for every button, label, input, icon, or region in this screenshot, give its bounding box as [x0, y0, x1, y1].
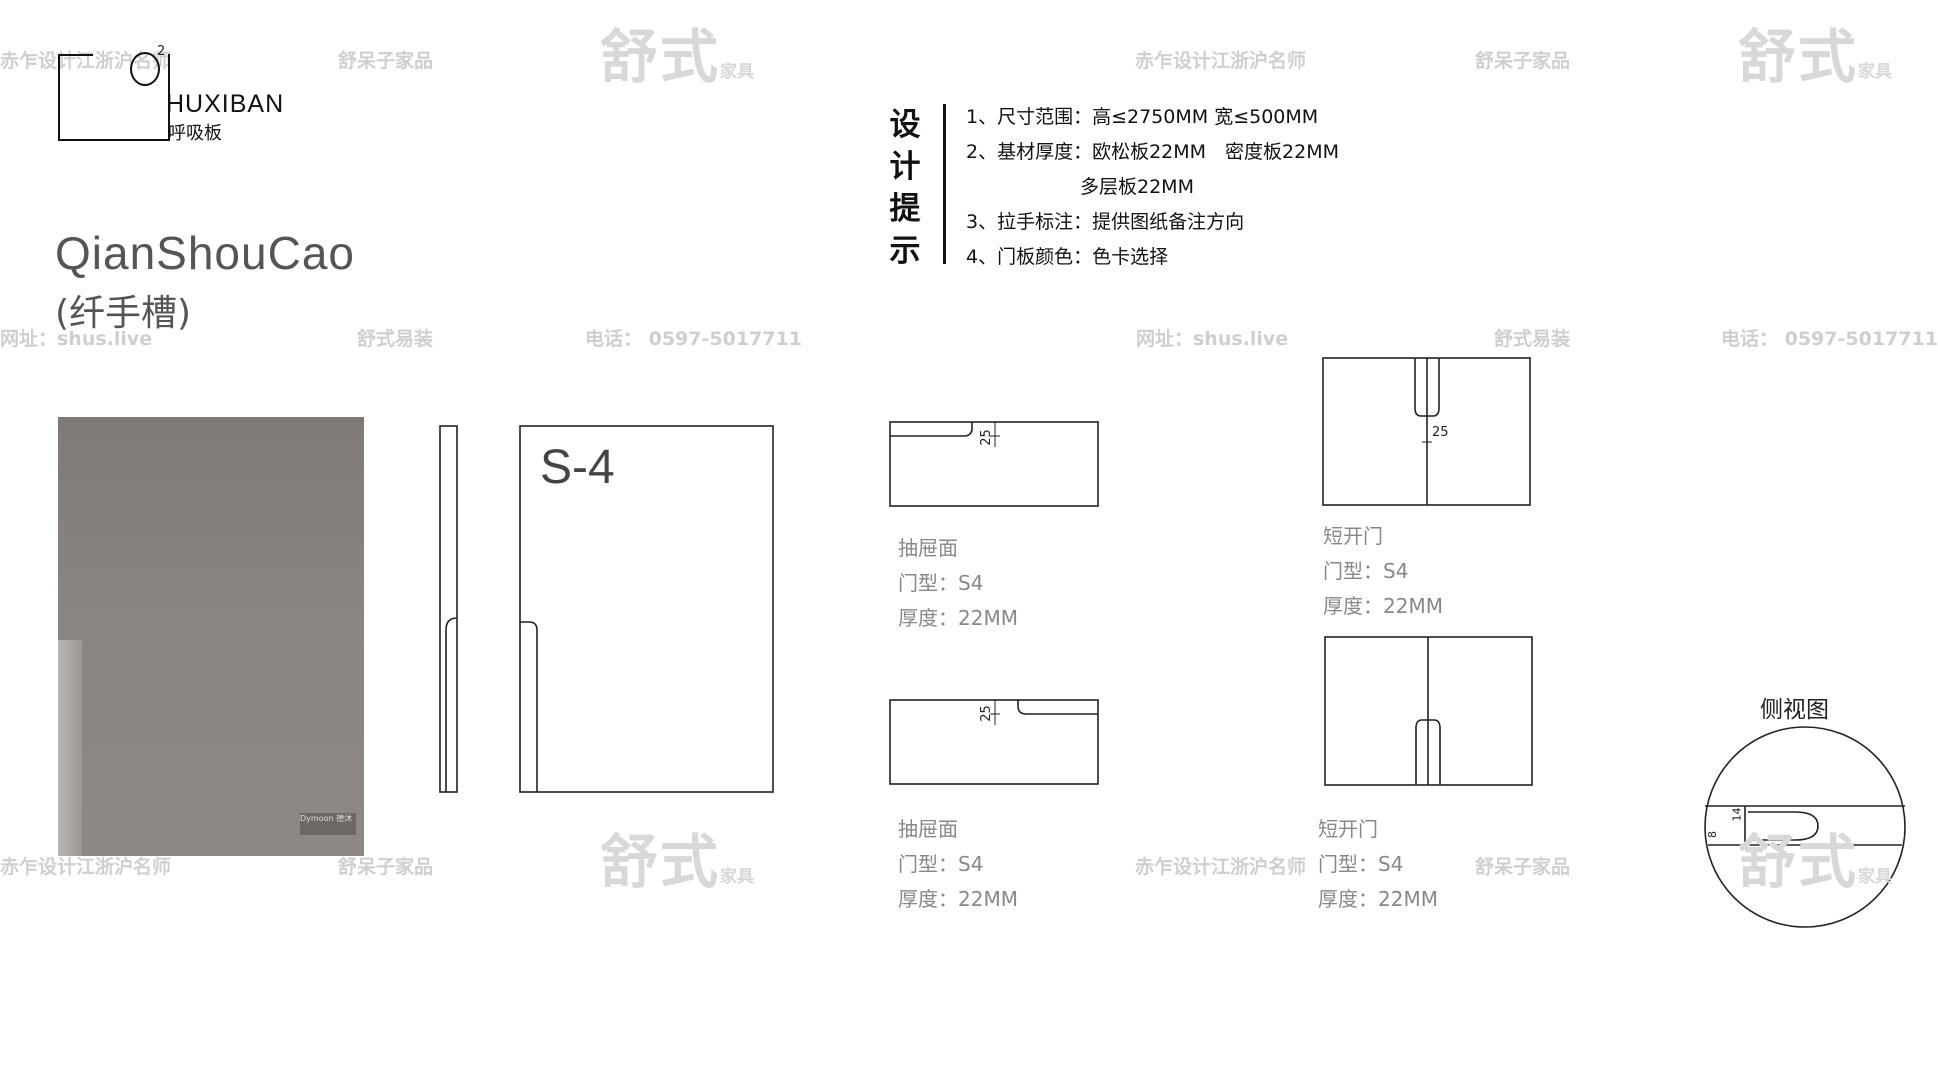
logo-name: HUXIBAN — [166, 90, 285, 118]
side-view-circle-drawing — [1704, 726, 1906, 928]
front-door-drawing — [519, 425, 774, 793]
tips-divider — [943, 104, 946, 264]
short-door-top-drawing — [1322, 357, 1531, 506]
watermark-text: 舒呆子家品 — [1475, 856, 1571, 878]
product-photo — [58, 417, 364, 856]
watermark-text: 舒呆子家品 — [338, 50, 434, 72]
watermark-text: 舒式易装 — [1494, 328, 1571, 350]
product-photo-tag: Dymoon 德沐 — [300, 813, 356, 835]
watermark-text: 网址：shus.live — [1136, 328, 1289, 350]
door-model-label: S-4 — [540, 441, 615, 494]
short-door-bottom-drawing — [1324, 636, 1533, 786]
tips-line: 1、尺寸范围：高≤2750MM 宽≤500MM — [966, 106, 1319, 128]
watermark-text: 赤乍设计江浙沪名师 — [1135, 856, 1307, 878]
logo-chinese-name: 呼吸板 — [168, 123, 222, 144]
tips-line: 4、门板颜色：色卡选择 — [966, 246, 1169, 268]
watermark-text: 电话： 0597-5017711 — [1721, 328, 1938, 350]
tips-line: 多层板22MM — [966, 176, 1194, 198]
tips-heading: 设 计 提 示 — [889, 107, 921, 269]
drawer-top-caption: 抽屉面 门型：S4 厚度：22MM — [898, 536, 1018, 630]
logo-superscript: 2 — [157, 44, 166, 59]
watermark-text: 舒呆子家品 — [1475, 50, 1571, 72]
drawer-bottom-dimension: 25 — [978, 705, 994, 722]
watermark-text: 舒呆子家品 — [338, 856, 434, 878]
watermark-text: 赤乍设计江浙沪名师 — [1135, 50, 1307, 72]
drawer-top-dimension: 25 — [978, 429, 994, 446]
side-view-dimension-2: 8 — [1706, 831, 1719, 838]
watermark-logo: 舒式家具 — [1738, 23, 1893, 91]
drawer-face-top-drawing — [889, 421, 1099, 507]
tips-list: 1、尺寸范围：高≤2750MM 宽≤500MM 2、基材厚度：欧松板22MM 密… — [966, 100, 1339, 275]
watermark-text: 赤乍设计江浙沪名师 — [0, 856, 172, 878]
logo-frame — [58, 54, 170, 141]
product-photo-handle-groove — [58, 640, 82, 856]
tips-line: 2、基材厚度：欧松板22MM 密度板22MM — [966, 141, 1340, 163]
watermark-text: 舒式易装 — [357, 328, 434, 350]
watermark-logo: 舒式家具 — [1738, 828, 1893, 896]
drawer-bottom-caption: 抽屉面 门型：S4 厚度：22MM — [898, 817, 1018, 911]
logo-o-mark — [130, 52, 160, 86]
short-door-top-caption: 短开门 门型：S4 厚度：22MM — [1323, 524, 1443, 618]
watermark-logo: 舒式家具 — [600, 828, 755, 896]
watermark-text: 电话： 0597-5017711 — [585, 328, 802, 350]
short-door-top-dimension: 25 — [1432, 425, 1449, 440]
short-door-bottom-caption: 短开门 门型：S4 厚度：22MM — [1318, 817, 1438, 911]
watermark-text: 赤乍设计江浙沪名师 — [0, 50, 172, 72]
page-title: QianShouCao — [55, 227, 355, 279]
side-profile-drawing — [439, 425, 458, 793]
watermark-logo: 舒式家具 — [600, 23, 755, 91]
page-subtitle: (纤手槽) — [55, 293, 192, 334]
watermark-text: 网址：shus.live — [0, 328, 153, 350]
side-view-title: 侧视图 — [1760, 697, 1829, 723]
tips-line: 3、拉手标注：提供图纸备注方向 — [966, 211, 1245, 233]
drawer-face-bottom-drawing — [889, 699, 1099, 785]
